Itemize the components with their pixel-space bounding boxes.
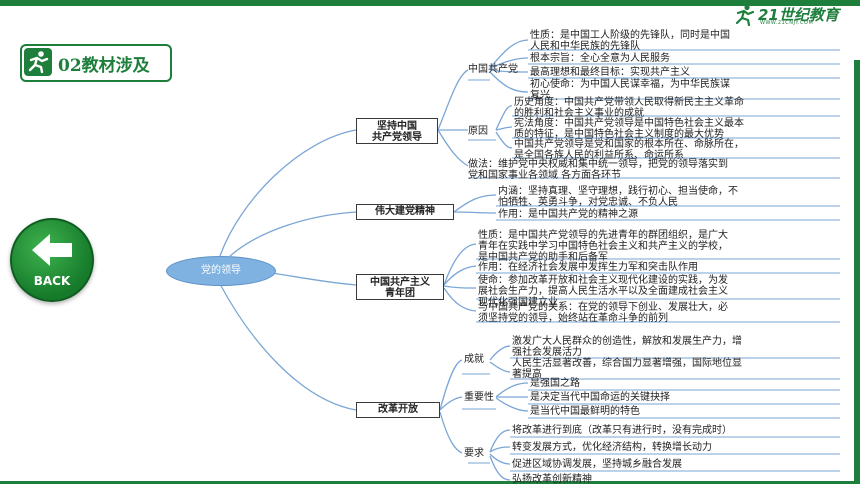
leaf-line: 是中国共产党的助手和后备军 [478,252,608,263]
runner-icon [24,48,52,76]
leaf-cpc-nature: 性质：是中国工人阶级的先锋队，同时是中国 人民和中华民族的先锋队 [530,30,730,52]
leaf-line: 历史角度：中国共产党带领人民取得新民主主义革命 [514,97,744,108]
leaf-reason-history: 历史角度：中国共产党带领人民取得新民主主义革命 的胜利和社会主义事业的成就 [514,97,744,119]
leaf-reason-root: 中国共产党领导是党和国家的根本所在、命脉所在， 是全国各族人民的利益所系、命运所… [514,139,744,161]
branch-label-line: 中国共产主义 [370,277,430,288]
leaf-reason-constitution: 宪法角度：中国共产党领导是中国特色社会主义最本 质的特征，是中国特色社会主义制度… [514,118,744,140]
logo-subtext: WWW.21CNJY.COM [760,20,814,26]
leaf-line: 激发广大人民群众的创造性，解放和发展生产力，增 [512,336,742,347]
node-requirement: 要求 [464,448,484,459]
mindmap-root: 党的领导 [166,256,276,286]
back-button-label: BACK [33,274,71,288]
leaf-line: 宪法角度：中国共产党领导是中国特色社会主义最本 [514,118,744,129]
leaf-cpc-goal: 最高理想和最终目标：实现共产主义 [530,67,690,78]
branch-label-line: 共产党领导 [372,132,422,143]
leaf-line: 做法：维护党中央权威和集中统一领导，把党的领导落实到 [468,159,728,170]
section-tag: 02教材涉及 [20,44,172,82]
bottom-accent-bar [0,481,860,484]
leaf-importance-road: 是强国之路 [530,378,580,389]
leaf-achievement-life: 人民生活显著改善，综合国力显著增强，国际地位显 著提高 [512,358,742,380]
leaf-line: 与中国共产党的关系：在党的领导下创业、发展壮大，必 [478,302,728,313]
leaf-line: 性质：是中国工人阶级的先锋队，同时是中国 [530,30,730,41]
branch-party-leadership: 坚持中国 共产党领导 [356,118,438,144]
leaf-spirit-meaning: 内涵：坚持真理、坚守理想，践行初心、担当使命，不 怕牺牲、英勇斗争，对党忠诚、不… [498,186,738,208]
branch-label-line: 青年团 [385,288,415,299]
leaf-line: 著提高 [512,369,542,380]
leaf-line: 人民生活显著改善，综合国力显著增强，国际地位显 [512,358,742,369]
leaf-cpc-mission: 初心使命：为中国人民谋幸福，为中华民族谋 复兴 [530,79,730,101]
leaf-league-mission: 使命：参加改革开放和社会主义现代化建设的实践，为发 展社会生产力，提高人民生活水… [478,275,728,308]
node-reason: 原因 [468,126,488,137]
logo-text: 21世纪教育 [758,6,839,24]
leaf-line: 青年在实践中学习中国特色社会主义和共产主义的学校， [478,241,728,252]
leaf-line: 的胜利和社会主义事业的成就 [514,108,644,119]
leaf-spirit-role: 作用：是中国共产党的精神之源 [498,209,638,220]
brand-logo: 21世纪教育 WWW.21CNJY.COM [732,4,839,26]
leaf-line: 怕牺牲、英勇斗争，对党忠诚、不负人民 [498,197,678,208]
leaf-cpc-purpose: 根本宗旨：全心全意为人民服务 [530,53,670,64]
leaf-line: 党和国家事业各领域 各方面各环节 [468,170,622,181]
leaf-line: 初心使命：为中国人民谋幸福，为中华民族谋 [530,79,730,90]
leaf-line: 复兴 [530,90,550,101]
node-achievement: 成就 [464,354,484,365]
branch-reform-opening: 改革开放 [356,402,440,418]
leaf-req-transform: 转变发展方式，优化经济结构，转换增长动力 [512,442,712,453]
node-cpc: 中国共产党 [468,64,518,75]
leaf-line: 中国共产党领导是党和国家的根本所在、命脉所在， [514,139,744,150]
node-importance: 重要性 [464,392,494,403]
leaf-line: 是全国各族人民的利益所系、命运所系 [514,150,684,161]
leaf-line: 须坚持党的领导，始终站在革命斗争的前列 [478,313,668,324]
branch-label-line: 坚持中国 [377,121,417,132]
leaf-line: 现代化强国建立业 [478,297,558,308]
arrow-left-icon [32,234,72,266]
leaf-importance-feature: 是当代中国最鲜明的特色 [530,406,640,417]
leaf-importance-choice: 是决定当代中国命运的关键抉择 [530,392,670,403]
leaf-req-region: 促进区域协调发展，坚持城乡融合发展 [512,459,682,470]
leaf-line: 内涵：坚持真理、坚守理想，践行初心、担当使命，不 [498,186,738,197]
back-button[interactable]: BACK [10,218,94,302]
leaf-line: 展社会生产力，提高人民生活水平以及全面建成社会主义 [478,286,728,297]
leaf-req-continue: 将改革进行到底（改革只有进行时，没有完成时） [512,425,732,436]
section-title: 02教材涉及 [58,56,150,76]
leaf-line: 人民和中华民族的先锋队 [530,41,640,52]
leaf-line: 性质：是中国共产党领导的先进青年的群团组织，是广大 [478,230,728,241]
runner-logo-icon [735,4,755,26]
top-accent-bar [0,0,860,6]
leaf-line: 强社会发展活力 [512,347,582,358]
right-accent-bar [854,60,860,484]
leaf-league-relation: 与中国共产党的关系：在党的领导下创业、发展壮大，必 须坚持党的领导，始终站在革命… [478,302,728,324]
branch-youth-league: 中国共产主义 青年团 [356,274,444,300]
branch-party-spirit: 伟大建党精神 [356,204,454,220]
leaf-achievement-creativity: 激发广大人民群众的创造性，解放和发展生产力，增 强社会发展活力 [512,336,742,358]
leaf-req-spirit: 弘扬改革创新精神 [512,474,592,485]
leaf-line: 质的特征，是中国特色社会主义制度的最大优势 [514,129,724,140]
leaf-method: 做法：维护党中央权威和集中统一领导，把党的领导落实到 党和国家事业各领域 各方面… [468,159,728,181]
leaf-league-nature: 性质：是中国共产党领导的先进青年的群团组织，是广大 青年在实践中学习中国特色社会… [478,230,728,263]
leaf-line: 使命：参加改革开放和社会主义现代化建设的实践，为发 [478,275,728,286]
leaf-league-role: 作用：在经济社会发展中发挥生力军和突击队作用 [478,262,698,273]
